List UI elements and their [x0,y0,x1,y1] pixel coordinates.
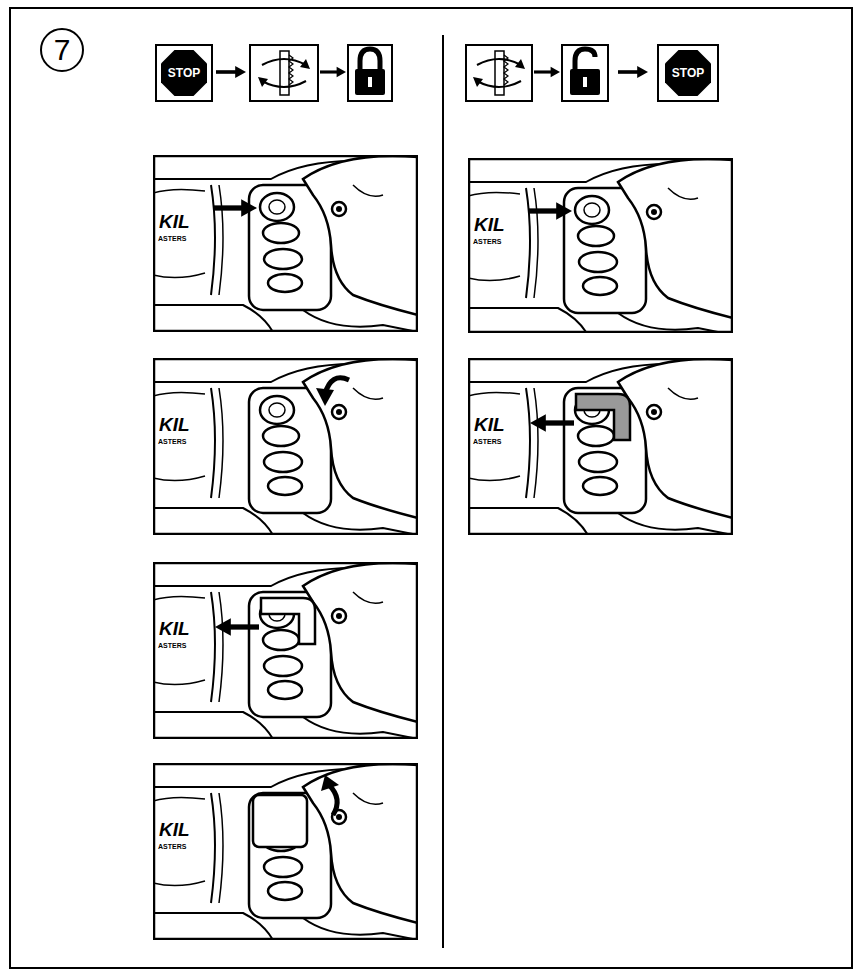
brand-logo: KIL [159,211,190,233]
brand-logo: KIL [474,214,505,236]
brand-subtext: ASTERS [473,438,501,445]
brand-logo: KIL [159,618,190,640]
stop-text: STOP [168,66,200,80]
stop-text: STOP [672,66,704,80]
brand-logo: KIL [159,819,190,841]
figure-number: 7 [54,33,71,67]
brand-subtext: ASTERS [158,843,186,850]
brand-subtext: ASTERS [158,235,186,242]
brand-logo: KIL [474,414,505,436]
step-number: 7 [40,28,84,72]
brand-subtext: ASTERS [158,438,186,445]
stop-sign: STOP [161,50,207,96]
brand-subtext: ASTERS [473,238,501,245]
brand-logo: KIL [159,414,190,436]
brand-subtext: ASTERS [158,642,186,649]
stop-sign: STOP [665,50,711,96]
